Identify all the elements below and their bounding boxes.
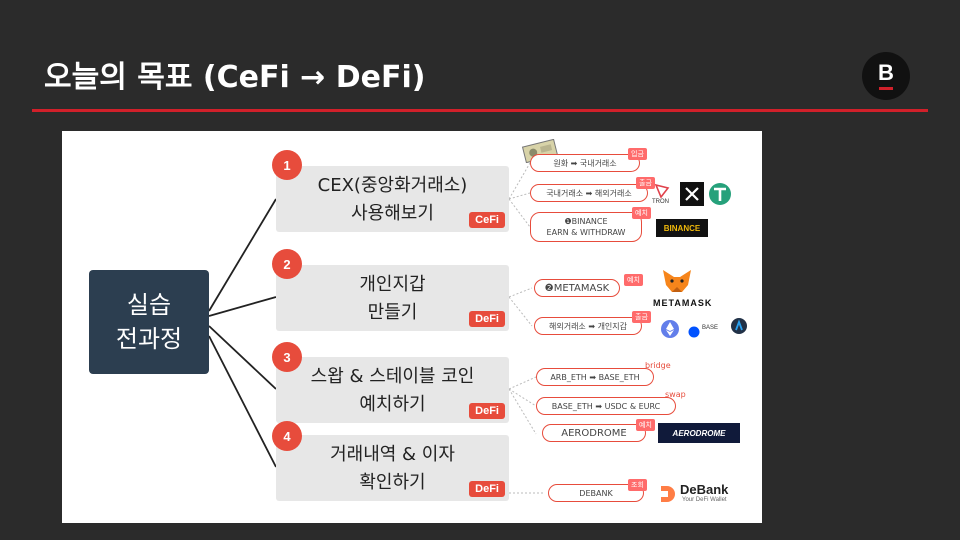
leaf-debank: DEBANK bbox=[548, 484, 644, 502]
aerodrome-logo-text: AERODROME bbox=[672, 428, 726, 438]
leaf-krw-to-domestic: 원화 ➡ 국내거래소 bbox=[530, 154, 640, 172]
root-node: 실습 전과정 bbox=[89, 270, 209, 374]
root-label-line1: 실습 bbox=[126, 291, 172, 319]
leaf-swap: BASE_ETH ➡ USDC & EURC bbox=[536, 397, 676, 415]
step-1-number: 1 bbox=[272, 150, 302, 180]
leaf-metamask: ❷METAMASK bbox=[534, 279, 620, 297]
base-coin-icon bbox=[688, 323, 700, 342]
logo-letter: B bbox=[878, 60, 894, 85]
debank-subtitle: Your DeFi Wallet bbox=[682, 497, 727, 503]
binance-logo-text: BINANCE bbox=[663, 223, 701, 233]
title-underline bbox=[32, 109, 928, 112]
logo-bar bbox=[879, 87, 893, 90]
leaf-domestic-badge: 출금 bbox=[636, 177, 655, 189]
tron-label: TRON bbox=[652, 199, 669, 205]
leaf-bridge: ARB_ETH ➡ BASE_ETH bbox=[536, 368, 654, 386]
metamask-caption: METAMASK bbox=[653, 298, 713, 308]
step-2-line1: 개인지갑 bbox=[359, 274, 426, 295]
step-4-line1: 거래내역 & 이자 bbox=[330, 444, 455, 465]
step-3-number: 3 bbox=[272, 342, 302, 372]
debank-icon bbox=[658, 484, 678, 508]
leaf-binance-badge: 예치 bbox=[632, 207, 651, 219]
leaf-swap-badge: swap bbox=[665, 390, 686, 399]
leaf-bridge-badge: bridge bbox=[645, 361, 671, 370]
step-2-number: 2 bbox=[272, 249, 302, 279]
step-1-tag: CeFi bbox=[469, 212, 505, 228]
tether-icon bbox=[708, 182, 732, 210]
arbitrum-icon bbox=[730, 317, 748, 339]
connector-lines bbox=[208, 162, 544, 494]
leaf-aerodrome-badge: 예치 bbox=[636, 419, 655, 431]
ethereum-icon bbox=[660, 319, 680, 343]
leaf-krw-badge: 입금 bbox=[628, 148, 647, 160]
metamask-fox-icon bbox=[660, 267, 694, 299]
xrp-icon bbox=[680, 182, 704, 210]
leaf-binance-line1: ❶BINANCE bbox=[564, 217, 608, 226]
step-1-node: CEX(중앙화거래소) 사용해보기 CeFi bbox=[276, 166, 509, 232]
debank-wordmark: DeBank bbox=[680, 482, 729, 497]
step-3-tag: DeFi bbox=[469, 403, 505, 419]
step-4-line2: 확인하기 bbox=[359, 472, 426, 493]
binance-logo-icon: BINANCE bbox=[656, 219, 708, 237]
tron-icon bbox=[654, 183, 670, 203]
base-label: BASE bbox=[702, 325, 719, 331]
step-2-tag: DeFi bbox=[469, 311, 505, 327]
root-label-line2: 전과정 bbox=[115, 325, 183, 353]
leaf-overseas-to-wallet: 해외거래소 ➡ 개인지갑 bbox=[534, 317, 642, 335]
leaf-metamask-badge: 예치 bbox=[624, 274, 643, 286]
step-3-line1: 스왑 & 스테이블 코인 bbox=[310, 366, 475, 387]
leaf-binance-line2: EARN & WITHDRAW bbox=[546, 228, 626, 237]
step-3-line2: 예치하기 bbox=[359, 394, 426, 415]
step-2-line2: 만들기 bbox=[367, 302, 418, 323]
step-1-line1: CEX(중앙화거래소) bbox=[317, 175, 468, 196]
step-4-tag: DeFi bbox=[469, 481, 505, 497]
leaf-aerodrome: AERODROME bbox=[542, 424, 646, 442]
aerodrome-logo-icon: AERODROME bbox=[658, 423, 740, 443]
leaf-debank-badge: 조회 bbox=[628, 479, 647, 491]
brand-logo: B bbox=[862, 52, 910, 100]
page-title: 오늘의 목표 (CeFi → DeFi) bbox=[44, 60, 426, 95]
step-1-line2: 사용해보기 bbox=[351, 203, 434, 224]
leaf-wallet-badge: 출금 bbox=[632, 311, 651, 323]
step-4-number: 4 bbox=[272, 421, 302, 451]
leaf-binance-earn: ❶BINANCE EARN & WITHDRAW bbox=[530, 212, 642, 242]
leaf-domestic-to-overseas: 국내거래소 ➡ 해외거래소 bbox=[530, 184, 648, 202]
